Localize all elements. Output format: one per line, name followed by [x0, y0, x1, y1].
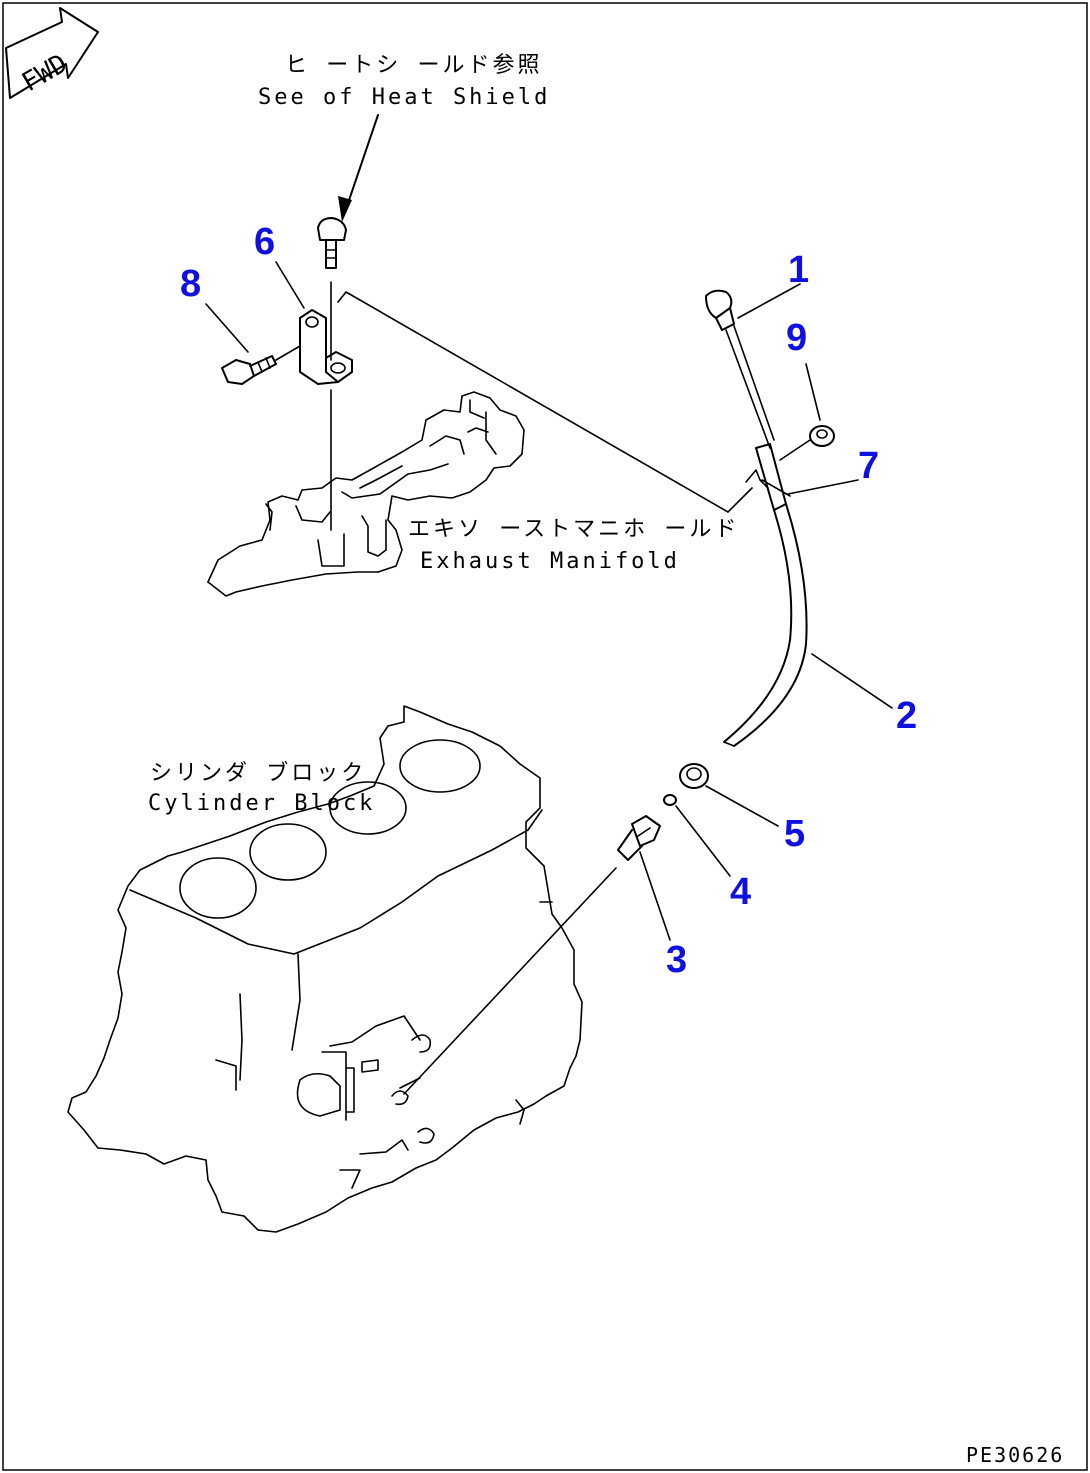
callout-6: 6: [254, 221, 275, 263]
leader-3: [639, 851, 671, 941]
leader-5: [705, 785, 779, 827]
bracket-part-6: [299, 309, 353, 385]
dipstick-part-1: [705, 289, 775, 449]
fwd-text: FWD: [17, 49, 73, 98]
callout-1: 1: [788, 249, 809, 291]
callout-7: 7: [858, 445, 879, 487]
leader-2: [811, 653, 893, 709]
leader-8: [205, 303, 249, 353]
exhaust-label-jp: エキソ ーストマニホ ールド: [408, 517, 739, 542]
leader-7: [787, 479, 859, 495]
leader-1: [737, 283, 801, 319]
cylinder-label-en: Cylinder Block: [148, 791, 375, 816]
clamp-part-7: [745, 443, 791, 511]
sleeve-part-5: [679, 763, 709, 789]
heat-shield-arrow: [338, 114, 379, 222]
o-ring-part-4: [663, 794, 677, 806]
connector-part-3: [617, 815, 661, 861]
callout-3: 3: [666, 939, 687, 981]
bolt-part-8: [221, 345, 301, 385]
gauge-tube-part-2: [723, 503, 808, 747]
callout-9: 9: [786, 317, 807, 359]
leader-bracket-clamp: [337, 291, 753, 513]
leader-9: [805, 363, 821, 421]
nut-part-9: [809, 425, 835, 447]
cylinder-block-outline: [67, 705, 583, 1233]
callout-4: 4: [730, 871, 751, 913]
heat-shield-label-jp: ヒ ートシ ールド参照: [285, 53, 543, 78]
leader-4: [675, 805, 731, 877]
fwd-arrow-icon: FWD: [5, 7, 99, 99]
callout-2: 2: [896, 695, 917, 737]
callout-5: 5: [784, 813, 805, 855]
drawing-code: PE30626: [966, 1443, 1064, 1467]
assembly-line-3: [403, 867, 617, 1095]
exhaust-label-en: Exhaust Manifold: [420, 549, 680, 574]
exhaust-manifold-outline: [207, 391, 525, 597]
callout-8: 8: [180, 263, 201, 305]
leader-6: [275, 261, 305, 309]
bracket-bolt-top: [317, 217, 347, 269]
leader-9b: [779, 439, 811, 461]
cylinder-label-jp: シリンダ ブロック: [150, 761, 366, 786]
heat-shield-label-en: See of Heat Shield: [258, 85, 550, 110]
